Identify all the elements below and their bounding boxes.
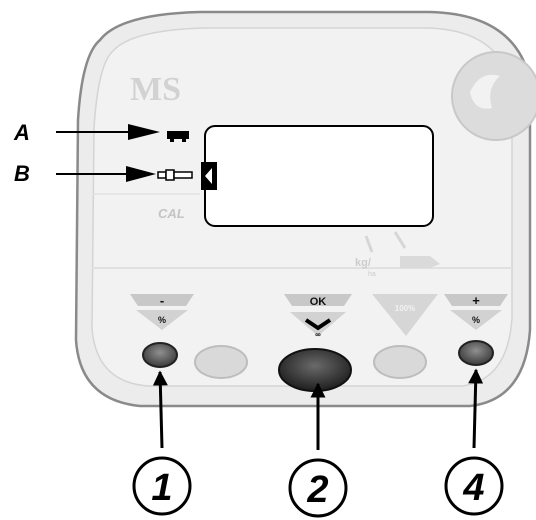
- spreader-icon: [167, 131, 189, 142]
- callout-b-arrow-icon: [126, 166, 156, 182]
- cal-label: CAL: [158, 206, 185, 221]
- minus-button[interactable]: [142, 342, 178, 368]
- svg-text:%: %: [472, 315, 480, 325]
- chevron-down-icon: [304, 318, 332, 331]
- display-pointer-icon: [201, 162, 217, 190]
- callout-1-line: [152, 370, 168, 449]
- speed-wheel-icon: [364, 231, 407, 253]
- callout-a-label: A: [13, 120, 30, 145]
- svg-text:4: 4: [462, 467, 484, 509]
- svg-text:+: +: [472, 293, 480, 308]
- svg-text:100%: 100%: [395, 304, 415, 313]
- callout-1: 1: [132, 456, 192, 516]
- svg-text:OK: OK: [310, 296, 327, 308]
- callout-4: 4: [444, 456, 504, 516]
- hundred-percent-label: 100%: [372, 294, 438, 336]
- callout-b-label: B: [14, 161, 30, 186]
- ok-button[interactable]: [278, 348, 352, 392]
- tractor-pto-icon: [157, 169, 193, 181]
- svg-text:1: 1: [151, 467, 172, 509]
- callout-2: 2: [288, 458, 348, 518]
- hundred-percent-button[interactable]: [373, 345, 427, 379]
- minus-percent-label: - %: [130, 293, 194, 330]
- plus-percent-label: + %: [444, 293, 508, 330]
- callout-a-arrow-icon: [128, 124, 160, 140]
- svg-text:-: -: [160, 293, 164, 308]
- seed-drill-icon: [400, 256, 440, 268]
- unlabeled-button-left[interactable]: [194, 345, 248, 379]
- kg-ha-unit-label: kg/: [355, 257, 371, 269]
- ha-unit-label: ha: [368, 271, 376, 278]
- ok-label: OK ∞: [284, 294, 352, 339]
- svg-text:2: 2: [306, 469, 328, 511]
- callout-4-line: [468, 368, 484, 449]
- brand-logo: MS: [130, 71, 181, 108]
- lcd-display: [204, 125, 434, 227]
- plus-button[interactable]: [458, 340, 494, 366]
- svg-text:∞: ∞: [315, 330, 321, 339]
- company-emblem-icon: [451, 51, 536, 141]
- svg-text:%: %: [158, 315, 166, 325]
